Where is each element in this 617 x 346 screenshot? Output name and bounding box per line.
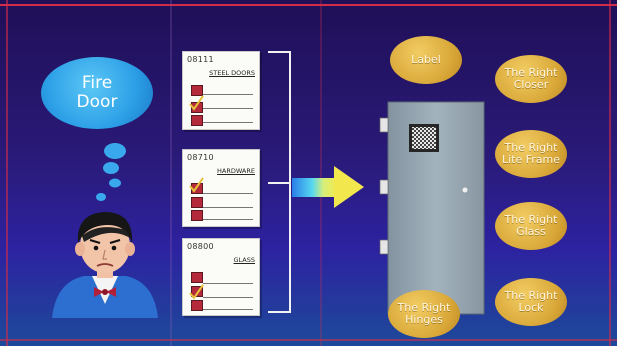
checkbox-icon <box>191 272 203 283</box>
checkbox-icon <box>191 210 203 221</box>
spec-rule <box>203 193 253 194</box>
spec-title: STEEL DOORS <box>209 69 255 77</box>
spec-card-glass: 08800 GLASS <box>182 238 260 316</box>
fire-door-thought-bubble: Fire Door <box>41 57 153 129</box>
requirement-closer: The Right Closer <box>495 55 567 103</box>
architect-icon <box>52 212 158 318</box>
requirement-label: Label <box>390 36 462 84</box>
door-icon <box>380 102 484 314</box>
requirement-text: Hinges <box>398 314 451 326</box>
spec-rule <box>203 297 253 298</box>
requirement-text: Glass <box>505 226 558 238</box>
spec-rule <box>203 207 253 208</box>
requirement-text: Closer <box>505 79 558 91</box>
thought-line-2: Door <box>77 93 118 112</box>
spec-card-hardware: 08710 HARDWARE <box>182 149 260 227</box>
spec-rule <box>203 219 253 220</box>
spec-rule <box>203 283 253 284</box>
spec-code: 08111 <box>187 55 214 64</box>
requirement-lock: The Right Lock <box>495 278 567 326</box>
checkbox-icon <box>191 115 203 126</box>
spec-title: GLASS <box>233 256 255 264</box>
spec-title: HARDWARE <box>217 167 255 175</box>
checkbox-checked-icon <box>191 183 203 194</box>
bracket-connector <box>268 52 290 312</box>
spec-card-steel-doors: 08111 STEEL DOORS <box>182 51 260 130</box>
checkbox-checked-icon <box>191 102 203 113</box>
requirement-text: Lock <box>505 302 558 314</box>
checkbox-icon <box>191 300 203 311</box>
checkbox-icon <box>191 85 203 96</box>
checkbox-checked-icon <box>191 286 203 297</box>
thought-trail <box>96 143 126 201</box>
spec-rule <box>203 122 253 123</box>
requirement-glass: The Right Glass <box>495 202 567 250</box>
requirement-hinges: The Right Hinges <box>388 290 460 338</box>
spec-rule <box>203 94 253 95</box>
spec-code: 08800 <box>187 242 214 251</box>
checkbox-icon <box>191 197 203 208</box>
right-arrow-icon <box>292 166 364 208</box>
spec-code: 08710 <box>187 153 214 162</box>
spec-rule <box>203 108 253 109</box>
requirement-text: Lite Frame <box>502 154 560 166</box>
requirement-lite-frame: The Right Lite Frame <box>495 130 567 178</box>
spec-rule <box>203 309 253 310</box>
thought-line-1: Fire <box>82 74 112 93</box>
requirement-text: Label <box>411 54 441 66</box>
